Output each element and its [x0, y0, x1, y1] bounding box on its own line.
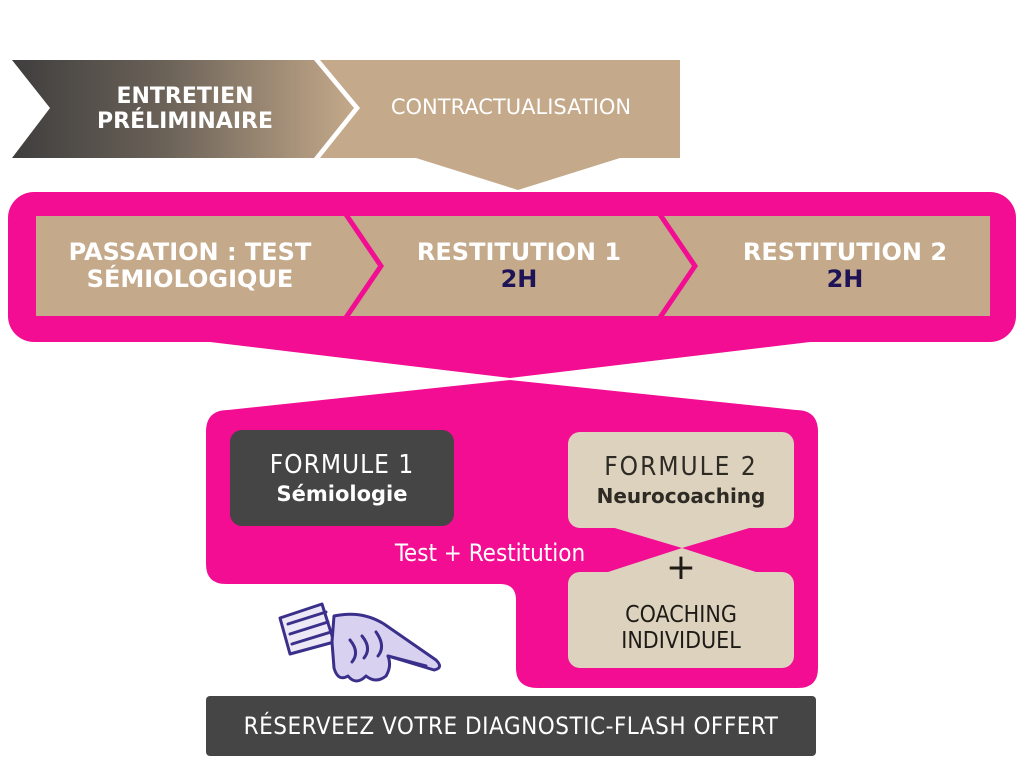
top-step2-label: CONTRACTUALISATION	[352, 78, 670, 138]
top-step1-line1: ENTRETIEN	[116, 84, 254, 110]
reserve-diagnostic-button[interactable]: RÉSERVEEZ VOTRE DIAGNOSTIC-FLASH OFFERT	[206, 696, 816, 756]
mid-step3-chevron	[664, 216, 990, 316]
top-step2-shape	[320, 60, 680, 190]
pointing-hand-icon	[278, 602, 441, 683]
formule2-box[interactable]: FORMULE 2 Neurocoaching	[568, 432, 794, 528]
mid-step2-label: RESTITUTION 1 2H	[386, 222, 652, 310]
mid-step3-duration: 2H	[826, 265, 864, 293]
mid-step2-chevron	[350, 216, 692, 316]
coaching-line1: COACHING	[625, 602, 737, 628]
mid-step2-title: RESTITUTION 1	[416, 238, 622, 267]
formula2-connector	[608, 526, 756, 572]
coaching-box[interactable]: + COACHING INDIVIDUEL	[568, 550, 794, 668]
test-restitution-label: Test + Restitution	[340, 536, 640, 570]
mid-step3-title: RESTITUTION 2	[742, 238, 948, 267]
formule2-subtitle: Neurocoaching	[596, 484, 766, 508]
mid-step1-line1: PASSATION : TEST	[68, 238, 312, 267]
top-step2-text: CONTRACTUALISATION	[390, 95, 632, 120]
process-band-arrow	[210, 342, 810, 378]
mid-step1-label: PASSATION : TEST SÉMIOLOGIQUE	[40, 222, 340, 310]
top-step1-line2: PRÉLIMINAIRE	[97, 109, 273, 134]
top-step1-label: ENTRETIEN PRÉLIMINAIRE	[70, 68, 300, 152]
top-step1-chevron	[12, 60, 354, 158]
test-restitution-text: Test + Restitution	[394, 539, 586, 567]
mid-step1-line2: SÉMIOLOGIQUE	[86, 265, 294, 293]
coaching-line2: INDIVIDUEL	[621, 628, 741, 654]
mid-step1-chevron	[36, 216, 378, 316]
reserve-diagnostic-label: RÉSERVEEZ VOTRE DIAGNOSTIC-FLASH OFFERT	[243, 712, 779, 740]
formule1-title: FORMULE 1	[269, 450, 415, 480]
plus-sign: +	[665, 547, 697, 588]
formule2-title: FORMULE 2	[604, 452, 758, 482]
formule1-subtitle: Sémiologie	[276, 482, 408, 506]
mid-step3-label: RESTITUTION 2 2H	[704, 222, 986, 310]
formule1-box[interactable]: FORMULE 1 Sémiologie	[230, 430, 454, 526]
mid-step2-duration: 2H	[500, 265, 538, 293]
